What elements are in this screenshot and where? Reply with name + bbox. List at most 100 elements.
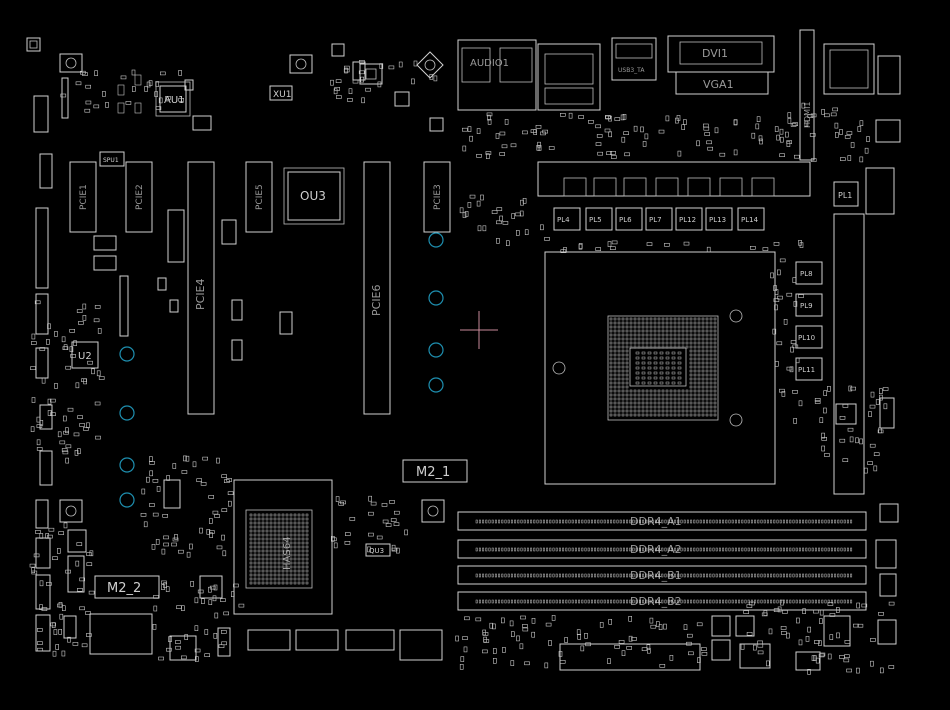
pad	[818, 547, 821, 552]
pad	[839, 438, 846, 443]
pad	[677, 337, 681, 341]
pad	[632, 547, 635, 552]
pad	[786, 292, 793, 297]
pad	[637, 317, 641, 321]
pad	[750, 547, 753, 552]
pad	[839, 655, 845, 659]
pad	[510, 547, 513, 552]
pad	[467, 202, 472, 208]
pad	[689, 369, 693, 373]
pad	[253, 521, 257, 525]
pad	[701, 349, 705, 353]
pad	[669, 333, 673, 337]
pad	[830, 599, 833, 604]
pad	[808, 519, 811, 524]
pad	[685, 401, 689, 405]
pad	[558, 519, 561, 524]
pad	[690, 519, 693, 524]
pad	[840, 573, 843, 578]
pad	[192, 461, 197, 468]
pad	[249, 553, 253, 557]
pad	[705, 333, 709, 337]
pad	[545, 622, 552, 627]
pad	[621, 357, 625, 361]
pad	[146, 81, 151, 88]
pad	[539, 547, 542, 552]
pad	[507, 573, 510, 578]
pad	[705, 405, 709, 409]
pad	[491, 573, 494, 578]
pad	[633, 321, 637, 325]
pad	[659, 366, 664, 370]
pad	[613, 397, 617, 401]
pad	[576, 629, 581, 636]
pad	[754, 547, 757, 552]
pad	[637, 405, 641, 409]
pad	[811, 519, 814, 524]
pad	[238, 603, 245, 608]
pad	[67, 636, 71, 643]
pad	[779, 573, 782, 578]
pad	[542, 129, 549, 134]
pad	[635, 371, 640, 375]
pad	[253, 569, 257, 573]
pad	[758, 135, 763, 142]
pad	[613, 321, 617, 325]
pad	[301, 569, 305, 573]
pad	[520, 199, 524, 206]
pad	[689, 341, 693, 345]
pad	[697, 397, 701, 401]
pad	[523, 547, 526, 552]
pad	[699, 519, 702, 524]
pad	[517, 519, 520, 524]
pad	[166, 475, 170, 481]
pad	[689, 373, 693, 377]
pad	[65, 569, 71, 574]
pad	[478, 519, 481, 524]
pad	[658, 129, 665, 134]
pad	[289, 561, 293, 565]
pad	[221, 508, 228, 513]
pad	[756, 116, 761, 122]
pad	[661, 401, 665, 405]
pad	[696, 140, 700, 147]
pad	[155, 106, 162, 110]
pad	[482, 599, 485, 604]
usb3-ta-connector: USB3_TA	[611, 37, 657, 81]
pad	[773, 573, 776, 578]
pad	[635, 547, 638, 552]
pad	[616, 573, 619, 578]
pad	[637, 397, 641, 401]
pad	[713, 377, 717, 381]
pad	[654, 547, 657, 552]
pad	[814, 397, 821, 402]
pad	[257, 517, 261, 521]
crosshair-cursor-icon	[460, 311, 498, 349]
pad	[599, 622, 604, 628]
pad	[629, 389, 633, 393]
pad	[811, 599, 814, 604]
pad	[277, 541, 281, 545]
pad	[701, 321, 705, 325]
pad	[277, 513, 281, 517]
pad	[784, 131, 789, 138]
pad	[281, 569, 285, 573]
pad	[617, 393, 621, 397]
pad	[209, 530, 215, 534]
pad	[265, 553, 269, 557]
pad	[285, 537, 289, 541]
pad	[293, 525, 297, 529]
pad	[669, 321, 673, 325]
pad	[709, 409, 713, 413]
pad	[609, 333, 613, 337]
pad	[665, 389, 669, 393]
pad	[183, 455, 187, 462]
pad	[673, 345, 677, 349]
pad	[779, 547, 782, 552]
pad	[783, 318, 788, 325]
pad	[59, 440, 66, 445]
pad	[613, 393, 617, 397]
pad	[522, 198, 527, 204]
pad	[39, 533, 44, 539]
